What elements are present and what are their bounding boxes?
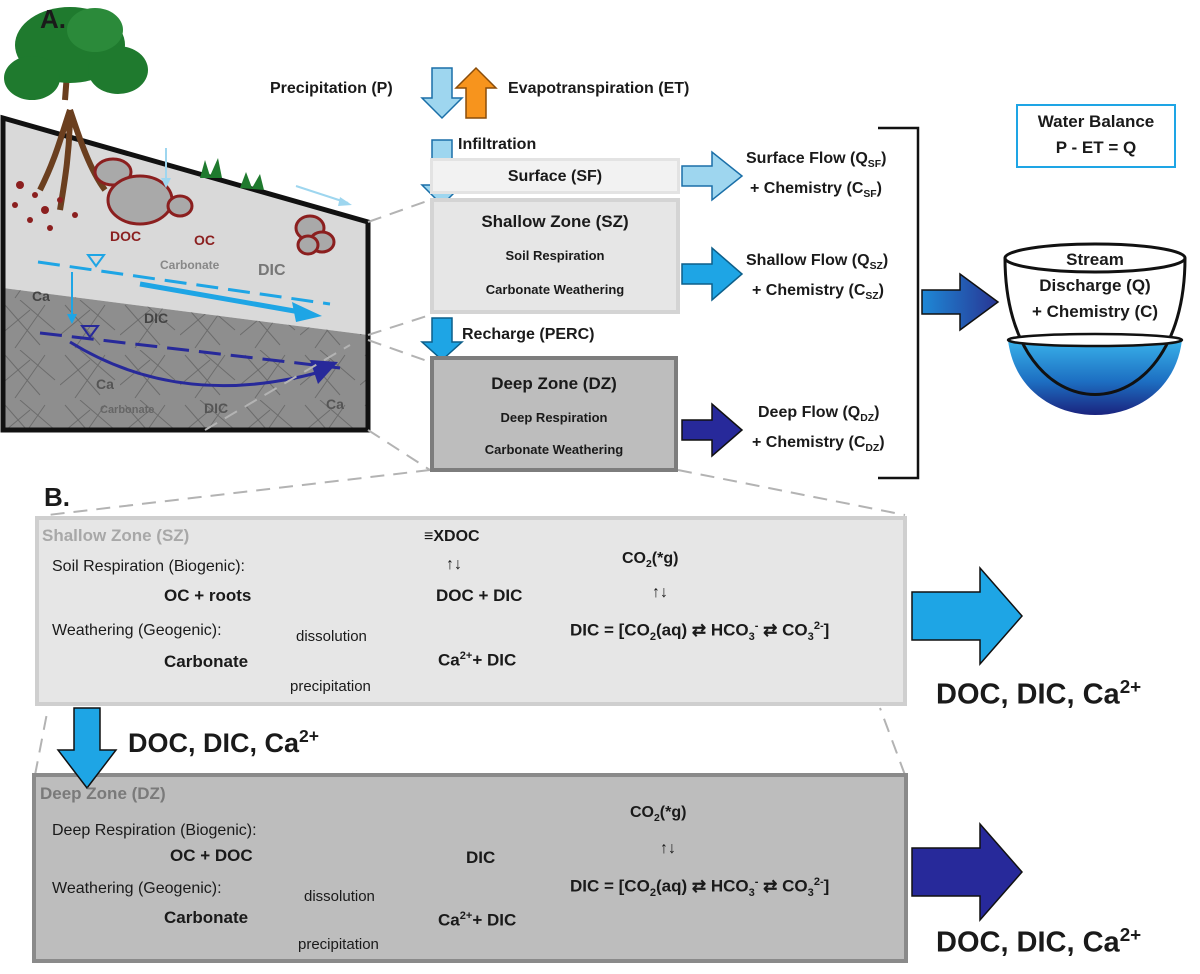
dic-label: DIC bbox=[258, 262, 286, 279]
surface-flow-arrow bbox=[681, 150, 744, 202]
dz-weathering: Weathering (Geogenic): bbox=[52, 880, 222, 897]
shallow-box-title: Shallow Zone (SZ) bbox=[481, 212, 629, 231]
sz-doc-dic: DOC + DIC bbox=[436, 586, 523, 605]
deep-chem-label: + Chemistry (CDZ) bbox=[752, 434, 885, 455]
shallow-water-table bbox=[37, 254, 331, 324]
stream-bucket bbox=[1003, 242, 1187, 415]
shallow-zone-box bbox=[430, 198, 680, 314]
dic-label-2: DIC bbox=[144, 310, 169, 326]
deep-zone-box bbox=[430, 356, 678, 472]
sz-dissolution: dissolution bbox=[296, 628, 367, 645]
deep-box-line2: Carbonate Weathering bbox=[484, 442, 624, 457]
carbonate-label: Carbonate bbox=[160, 258, 220, 272]
deep-flow-arrow bbox=[681, 402, 744, 458]
sz-xdoc: ≡XDOC bbox=[424, 528, 480, 545]
deep-box-title: Deep Zone (DZ) bbox=[491, 374, 617, 393]
surface-box bbox=[430, 158, 680, 194]
dz-ca-dic: Ca2++ DIC bbox=[438, 910, 517, 930]
dz-updown: ↑↓ bbox=[660, 840, 676, 857]
oc-pebbles bbox=[93, 157, 336, 256]
dz-oc-doc: OC + DOC bbox=[170, 846, 253, 865]
projection-lines bbox=[34, 199, 906, 776]
deep-water-table bbox=[39, 325, 341, 388]
discharge-arrow bbox=[921, 272, 1000, 332]
sz-updown-1: ↑↓ bbox=[446, 556, 462, 573]
dic-label-3: DIC bbox=[204, 400, 229, 416]
ca-label-2: Ca bbox=[96, 376, 114, 392]
deep-flow-label: Deep Flow (QDZ) bbox=[758, 404, 880, 425]
evapotranspiration-label: Evapotranspiration (ET) bbox=[508, 80, 690, 97]
dz-title: Deep Zone (DZ) bbox=[40, 784, 166, 803]
sz-updown-2: ↑↓ bbox=[652, 584, 668, 601]
tree-icon bbox=[4, 7, 148, 211]
recharge-arrow bbox=[420, 317, 464, 362]
flow-bracket bbox=[878, 126, 920, 480]
sz-co2g: CO2(*g) bbox=[622, 550, 679, 571]
grass-icon bbox=[200, 158, 264, 190]
dz-co2g: CO2(*g) bbox=[630, 804, 687, 825]
shallow-zone-panel bbox=[35, 516, 907, 706]
shallow-chem-label: + Chemistry (CSZ) bbox=[752, 282, 884, 303]
shallow-flow-label: Shallow Flow (QSZ) bbox=[746, 252, 889, 273]
surface-box-title: Surface (SF) bbox=[507, 168, 603, 185]
transfer-label: DOC, DIC, Ca2+ bbox=[128, 726, 320, 758]
shallow-flow-arrow bbox=[681, 246, 744, 302]
sz-soil-resp: Soil Respiration (Biogenic): bbox=[52, 558, 245, 575]
carbonate-label-2: Carbonate bbox=[100, 404, 155, 416]
stream-line2: Discharge (Q) bbox=[1039, 276, 1151, 295]
shallow-box-line2: Carbonate Weathering bbox=[485, 282, 625, 297]
ca-label-3: Ca bbox=[326, 396, 344, 412]
recharge-label: Recharge (PERC) bbox=[462, 326, 595, 343]
precipitation-arrow bbox=[420, 67, 464, 120]
sz-oc-roots: OC + roots bbox=[164, 586, 252, 605]
shallow-box-line1: Soil Respiration bbox=[505, 248, 605, 263]
dz-dissolution: dissolution bbox=[304, 888, 375, 905]
panel-a-label: A. bbox=[40, 4, 66, 34]
water-balance-eq: P - ET = Q bbox=[1055, 138, 1137, 157]
sz-carbonate: Carbonate bbox=[164, 652, 249, 671]
sz-precipitation: precipitation bbox=[290, 678, 371, 695]
doc-label: DOC bbox=[110, 228, 142, 244]
water-balance-title: Water Balance bbox=[1037, 112, 1155, 131]
water-balance-box bbox=[1016, 104, 1176, 168]
shallow-output-label: DOC, DIC, Ca2+ bbox=[936, 676, 1142, 711]
deep-output-label: DOC, DIC, Ca2+ bbox=[936, 924, 1142, 959]
sz-ca-dic: Ca2++ DIC bbox=[438, 650, 517, 670]
infiltration-label: Infiltration bbox=[458, 136, 537, 153]
surface-flow-label: Surface Flow (QSF) bbox=[746, 150, 887, 171]
dz-precipitation: precipitation bbox=[298, 936, 379, 953]
ca-label-1: Ca bbox=[32, 288, 50, 304]
dz-deep-resp: Deep Respiration (Biogenic): bbox=[52, 822, 257, 839]
oc-label: OC bbox=[194, 232, 215, 248]
deep-zone-panel bbox=[32, 773, 908, 963]
sz-title: Shallow Zone (SZ) bbox=[42, 526, 190, 545]
panel-b-label: B. bbox=[44, 482, 70, 512]
root-dots bbox=[12, 181, 78, 231]
precipitation-label: Precipitation (P) bbox=[270, 80, 393, 97]
dz-dic-equation: DIC = [CO2(aq) ⇄ HCO3- ⇄ CO32-] bbox=[570, 876, 830, 900]
surface-chem-label: + Chemistry (CSF) bbox=[750, 180, 882, 201]
stream-line1: Stream bbox=[1066, 250, 1124, 269]
dz-dic: DIC bbox=[466, 848, 496, 867]
stream-line3: + Chemistry (C) bbox=[1031, 302, 1159, 321]
evapotranspiration-arrow bbox=[454, 66, 498, 119]
sz-weathering: Weathering (Geogenic): bbox=[52, 622, 222, 639]
deep-box-line1: Deep Respiration bbox=[500, 410, 608, 425]
sz-dic-equation: DIC = [CO2(aq) ⇄ HCO3- ⇄ CO32-] bbox=[570, 620, 830, 644]
dz-carbonate: Carbonate bbox=[164, 908, 249, 927]
